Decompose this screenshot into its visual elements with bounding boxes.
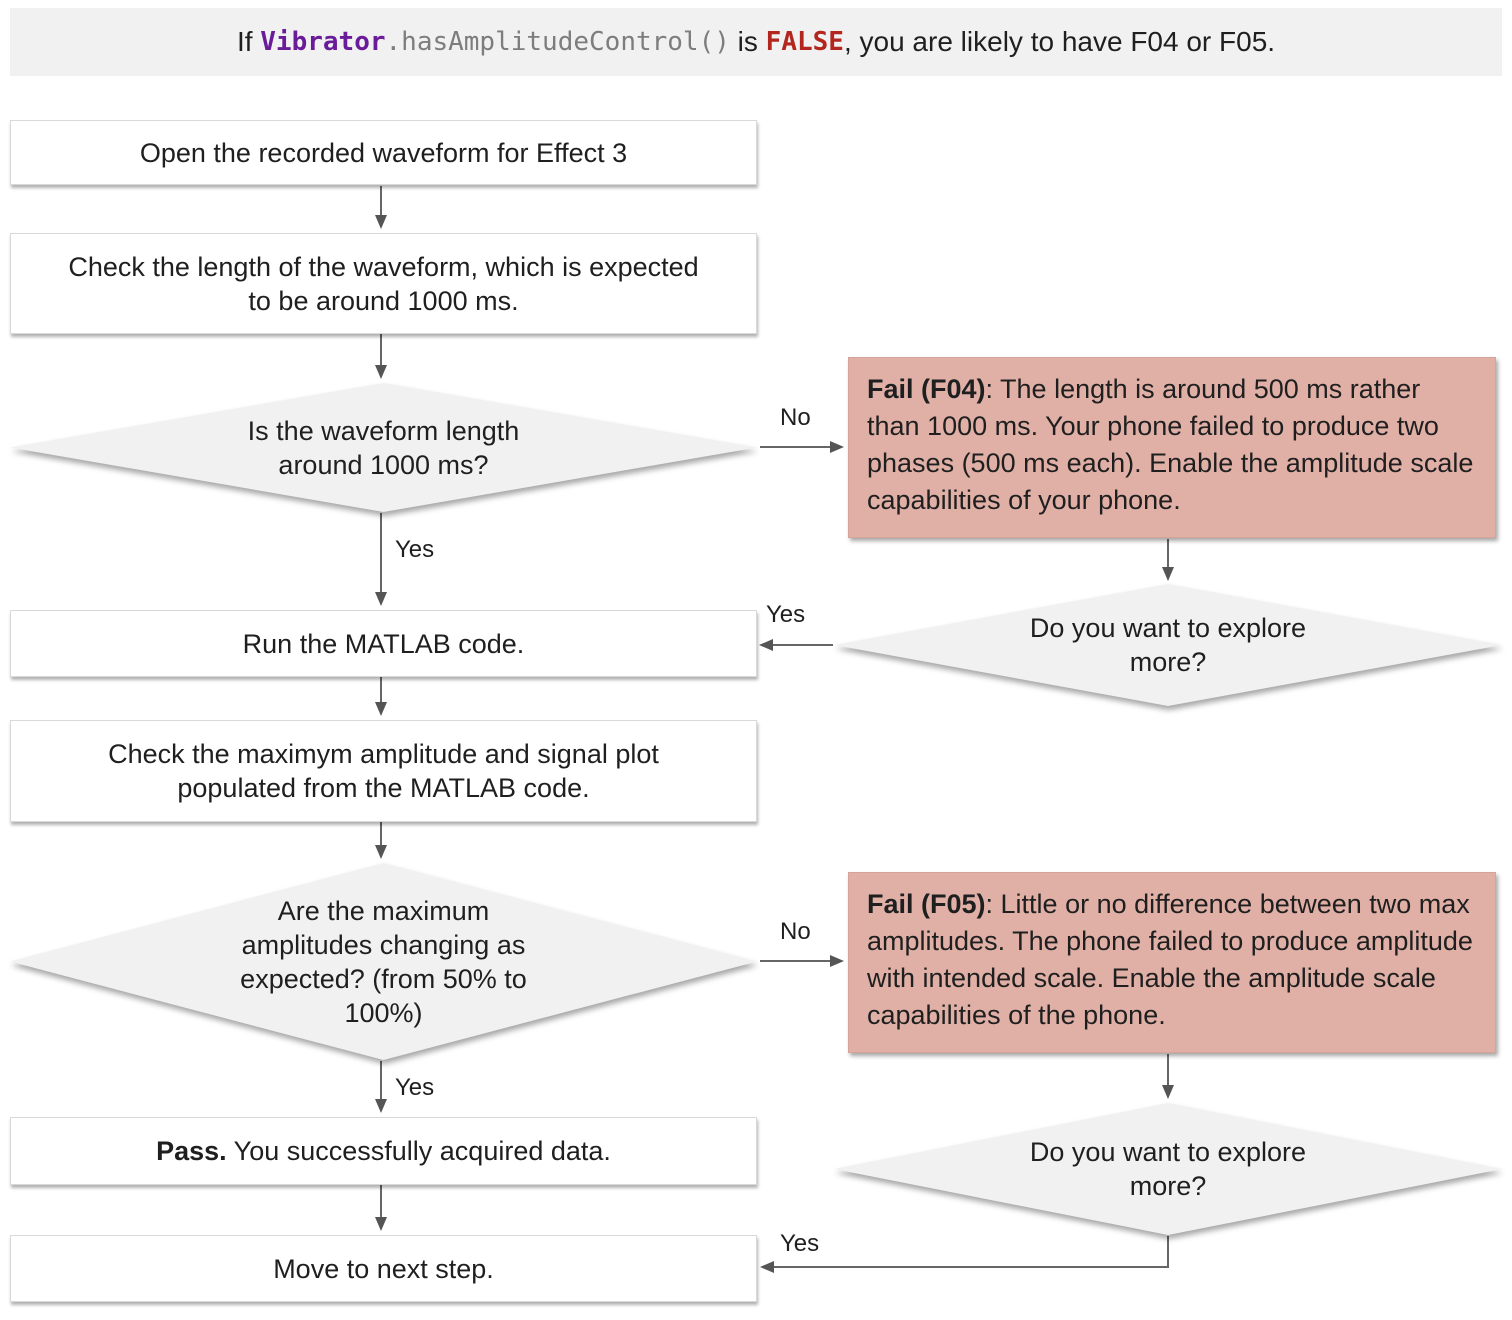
node-check-amplitude: Check the maximym amplitude and signal p…: [10, 720, 757, 822]
banner-prefix: If: [236, 26, 261, 57]
node-check-length-label: Check the length of the waveform, which …: [68, 251, 699, 316]
edge-label-length-no: No: [780, 404, 811, 431]
node-open-waveform-label: Open the recorded waveform for Effect 3: [139, 137, 628, 168]
decision-explore-more-2-label: Do you want to explore more?: [1029, 1137, 1307, 1201]
arrow-explore2-yes: [760, 1236, 1169, 1273]
code-method-name: .hasAmplitudeControl(): [385, 27, 730, 57]
decision-waveform-length: Is the waveform length around 1000 ms?: [10, 383, 757, 512]
pass-bold: Pass.: [156, 1136, 227, 1166]
edge-label-explore1-yes: Yes: [766, 601, 806, 628]
node-fail-f05: Fail (F05): Little or no difference betw…: [848, 872, 1496, 1053]
node-check-length: Check the length of the waveform, which …: [10, 233, 757, 334]
decision-amplitude-change: Are the maximum amplitudes changing as e…: [10, 863, 757, 1060]
decision-explore-more-1: Do you want to explore more?: [834, 584, 1502, 706]
node-pass: Pass. You successfully acquired data.: [10, 1117, 757, 1185]
fail-f05-bold: Fail (F05): [867, 889, 986, 919]
decision-amplitude-change-label: Are the maximum amplitudes changing as e…: [240, 895, 527, 1028]
node-move-next: Move to next step.: [10, 1235, 757, 1302]
condition-banner: If Vibrator.hasAmplitudeControl() is FAL…: [10, 8, 1502, 76]
decision-explore-more-2: Do you want to explore more?: [834, 1103, 1502, 1235]
node-check-amplitude-label: Check the maximym amplitude and signal p…: [108, 739, 659, 803]
edge-label-explore2-yes: Yes: [780, 1230, 820, 1257]
node-run-matlab: Run the MATLAB code.: [10, 610, 757, 677]
code-class-name: Vibrator: [260, 27, 386, 57]
node-open-waveform: Open the recorded waveform for Effect 3: [10, 120, 757, 185]
node-move-next-label: Move to next step.: [273, 1253, 494, 1284]
pass-rest: You successfully acquired data.: [226, 1136, 611, 1166]
false-token: FALSE: [765, 27, 844, 57]
decision-explore-more-1-label: Do you want to explore more?: [1029, 613, 1307, 677]
edge-label-length-yes: Yes: [395, 536, 435, 563]
fail-f05-rest: : Little or no difference between two ma…: [867, 889, 1473, 1030]
decision-waveform-length-label: Is the waveform length around 1000 ms?: [247, 415, 520, 480]
node-fail-f04: Fail (F04): The length is around 500 ms …: [848, 357, 1496, 538]
banner-suffix: , you are likely to have F04 or F05.: [843, 26, 1276, 57]
edge-label-amplitude-yes: Yes: [395, 1074, 435, 1101]
edge-label-amplitude-no: No: [780, 918, 811, 945]
fail-f04-bold: Fail (F04): [867, 374, 986, 404]
node-run-matlab-label: Run the MATLAB code.: [242, 628, 525, 659]
banner-mid: is: [729, 26, 766, 57]
fail-f04-rest: : The length is around 500 ms rather tha…: [867, 374, 1474, 515]
